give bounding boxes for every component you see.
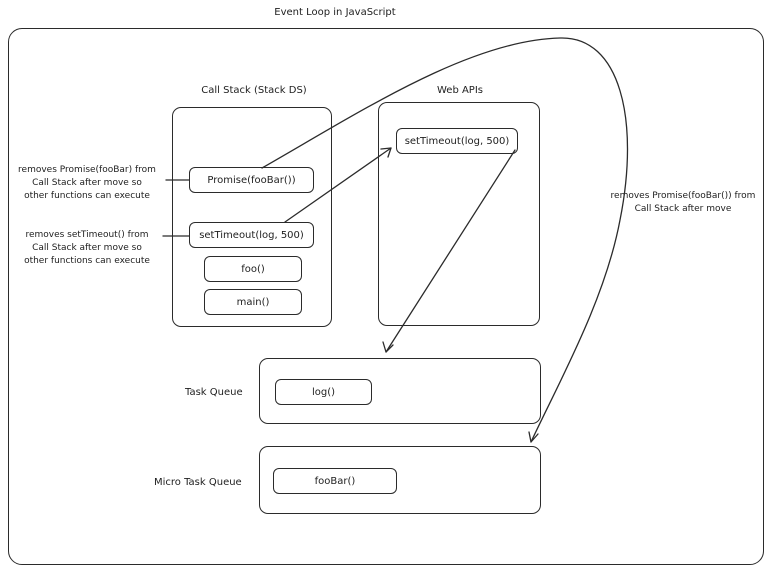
task-queue-item-log: log() — [275, 379, 372, 405]
arrow-settimeout-to-webapis — [284, 147, 392, 223]
micro-task-queue-label: Micro Task Queue — [154, 477, 242, 488]
arrow-promise-to-microtask — [261, 37, 629, 443]
micro-task-queue-box — [259, 446, 541, 514]
note-settimeout-removal: removes setTimeout() from Call Stack aft… — [2, 229, 172, 268]
note-line: Call Stack after move so — [32, 178, 142, 188]
note-line: removes Promise(fooBar) from — [18, 165, 156, 175]
micro-task-queue-item-foobar: fooBar() — [273, 468, 397, 494]
diagram-title: Event Loop in JavaScript — [274, 7, 396, 18]
call-stack-item-foo: foo() — [204, 256, 302, 282]
note-line: Call Stack after move — [634, 204, 732, 214]
note-line: other functions can execute — [24, 256, 150, 266]
call-stack-box — [172, 107, 332, 327]
note-line: other functions can execute — [24, 191, 150, 201]
note-line: removes Promise(fooBar()) from — [610, 191, 756, 201]
note-line: removes setTimeout() from — [25, 230, 149, 240]
web-apis-label: Web APIs — [436, 85, 483, 96]
task-queue-box — [259, 358, 541, 424]
note-promise-removal: removes Promise(fooBar) from Call Stack … — [2, 164, 172, 203]
call-stack-label: Call Stack (Stack DS) — [201, 85, 307, 96]
call-stack-item-settimeout: setTimeout(log, 500) — [189, 222, 314, 248]
outer-frame — [8, 28, 764, 565]
note-promise-right: removes Promise(fooBar()) from Call Stac… — [603, 190, 763, 216]
note-line: Call Stack after move so — [32, 243, 142, 253]
task-queue-label: Task Queue — [185, 387, 243, 398]
arrow-head — [380, 147, 392, 158]
call-stack-item-main: main() — [204, 289, 302, 315]
call-stack-item-promise: Promise(fooBar()) — [189, 167, 314, 193]
web-apis-item-settimeout: setTimeout(log, 500) — [396, 128, 518, 154]
web-apis-box — [378, 102, 540, 326]
arrow-webapis-to-taskqueue — [385, 149, 516, 353]
arrow-head — [528, 431, 539, 443]
arrow-head — [382, 341, 394, 353]
